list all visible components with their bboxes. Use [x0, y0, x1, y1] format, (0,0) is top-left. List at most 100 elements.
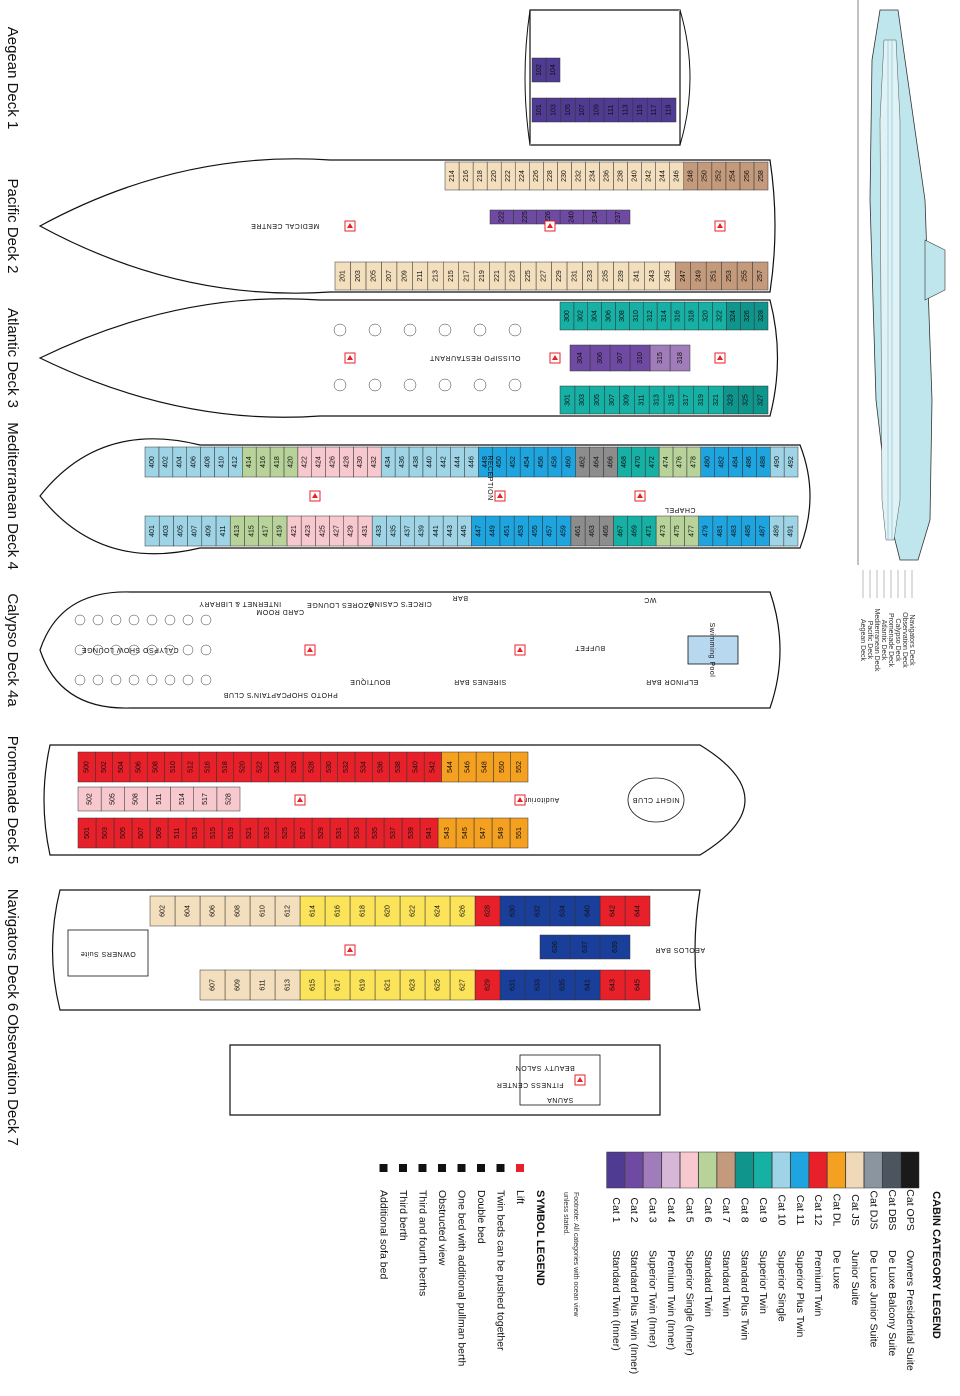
cabin-number: 515: [210, 827, 217, 839]
cabin-number: 238: [617, 170, 624, 182]
cabin-number: 543: [444, 827, 451, 839]
category-name: Standard Plus Twin (Inner): [628, 1250, 640, 1374]
cabin-number: 244: [660, 170, 667, 182]
cabin-623[interactable]: [399, 969, 426, 1001]
seat-icon: [146, 674, 158, 686]
cabin-number: 231: [572, 270, 579, 282]
cabin-number: 517: [202, 793, 209, 805]
cabin-400[interactable]: [144, 446, 160, 478]
cabin-number: 535: [372, 827, 379, 839]
cabin-number: 513: [192, 827, 199, 839]
lift-arrow-icon: [347, 947, 353, 952]
cabin-632[interactable]: [524, 895, 551, 927]
cabin-number: 229: [556, 270, 563, 282]
cabin-618[interactable]: [349, 895, 376, 927]
cabin-621[interactable]: [374, 969, 401, 1001]
cabin-number: 421: [291, 525, 298, 537]
cabin-number: 508: [153, 761, 160, 773]
cabin-607[interactable]: [199, 969, 226, 1001]
cabin-101[interactable]: [531, 97, 547, 123]
cabin-number: 218: [477, 170, 484, 182]
cabin-639[interactable]: [599, 934, 631, 960]
cabin-615[interactable]: [299, 969, 326, 1001]
cabin-604[interactable]: [174, 895, 201, 927]
category-swatch: [863, 1151, 883, 1189]
cabin-631[interactable]: [499, 969, 526, 1001]
cabin-401[interactable]: [144, 515, 160, 547]
cabin-number: 445: [461, 525, 468, 537]
cabin-number: 326: [744, 310, 751, 322]
cabin-300[interactable]: [559, 301, 575, 331]
cabin-301[interactable]: [559, 385, 576, 415]
category-name: Premium Twin (Inner): [665, 1250, 677, 1350]
cabin-500[interactable]: [77, 751, 96, 783]
cabin-number: 524: [274, 761, 281, 773]
cabin-number: 103: [550, 104, 557, 116]
cabin-609[interactable]: [224, 969, 251, 1001]
cabin-number: 491: [788, 525, 795, 537]
cabin-620[interactable]: [374, 895, 401, 927]
category-name: Junior Suite: [849, 1250, 861, 1306]
cabin-222[interactable]: [489, 209, 514, 225]
cabin-616[interactable]: [324, 895, 351, 927]
cabin-630[interactable]: [499, 895, 526, 927]
cabin-number: 115: [637, 104, 644, 115]
cabin-641[interactable]: [574, 969, 601, 1001]
cabin-number: 230: [561, 170, 568, 182]
lift-arrow-icon: [577, 1077, 583, 1082]
cabin-number: 459: [561, 525, 568, 537]
cabin-number: 505: [110, 793, 117, 805]
cabin-608[interactable]: [224, 895, 251, 927]
category-swatch: [735, 1151, 754, 1189]
cabin-304[interactable]: [569, 344, 591, 372]
seat-icon: [74, 644, 86, 656]
cabin-602[interactable]: [149, 895, 176, 927]
cabin-number: 433: [376, 525, 383, 537]
card-room: CARD ROOM: [256, 608, 304, 615]
cabin-617[interactable]: [324, 969, 351, 1001]
cabin-number: 551: [516, 827, 523, 839]
cabin-625[interactable]: [424, 969, 451, 1001]
cabin-614[interactable]: [299, 895, 326, 927]
seat-icon: [74, 614, 86, 626]
category-swatch: [716, 1151, 736, 1189]
cabin-628[interactable]: [474, 895, 501, 927]
cabin-number: 479: [703, 525, 710, 537]
cabin-644[interactable]: [624, 895, 651, 927]
bar: BAR: [452, 594, 468, 601]
cabin-624[interactable]: [424, 895, 451, 927]
table-icon: [473, 378, 487, 392]
cabin-number: 520: [239, 761, 246, 773]
olissipo-restaurant: OLISSIPO RESTAURANT: [429, 354, 520, 361]
cabin-501[interactable]: [77, 817, 97, 849]
cabin-number: 432: [371, 456, 378, 468]
twin-beds-icon: [496, 1164, 505, 1172]
cabin-611[interactable]: [249, 969, 276, 1001]
cabin-number: 306: [597, 352, 604, 364]
cabin-606[interactable]: [199, 895, 226, 927]
cabin-214[interactable]: [444, 161, 460, 191]
cabin-201[interactable]: [334, 261, 351, 291]
cabin-619[interactable]: [349, 969, 376, 1001]
cabin-number: 324: [730, 310, 737, 322]
cabin-102[interactable]: [531, 57, 547, 83]
cabin-643[interactable]: [599, 969, 626, 1001]
cabin-629[interactable]: [474, 969, 501, 1001]
cabin-number: 528: [308, 761, 315, 773]
cabin-number: 462: [579, 456, 586, 468]
cabin-502[interactable]: [77, 786, 102, 812]
cabin-612[interactable]: [274, 895, 301, 927]
cabin-636[interactable]: [539, 934, 571, 960]
cabin-645[interactable]: [624, 969, 651, 1001]
cabin-642[interactable]: [599, 895, 626, 927]
cabin-633[interactable]: [524, 969, 551, 1001]
cabin-640[interactable]: [574, 895, 601, 927]
cabin-number: 630: [509, 905, 516, 917]
cabin-number: 492: [788, 456, 795, 468]
cabin-number: 309: [624, 394, 631, 406]
cabin-number: 214: [449, 170, 456, 182]
cabin-635[interactable]: [549, 969, 576, 1001]
cabin-634[interactable]: [549, 895, 576, 927]
